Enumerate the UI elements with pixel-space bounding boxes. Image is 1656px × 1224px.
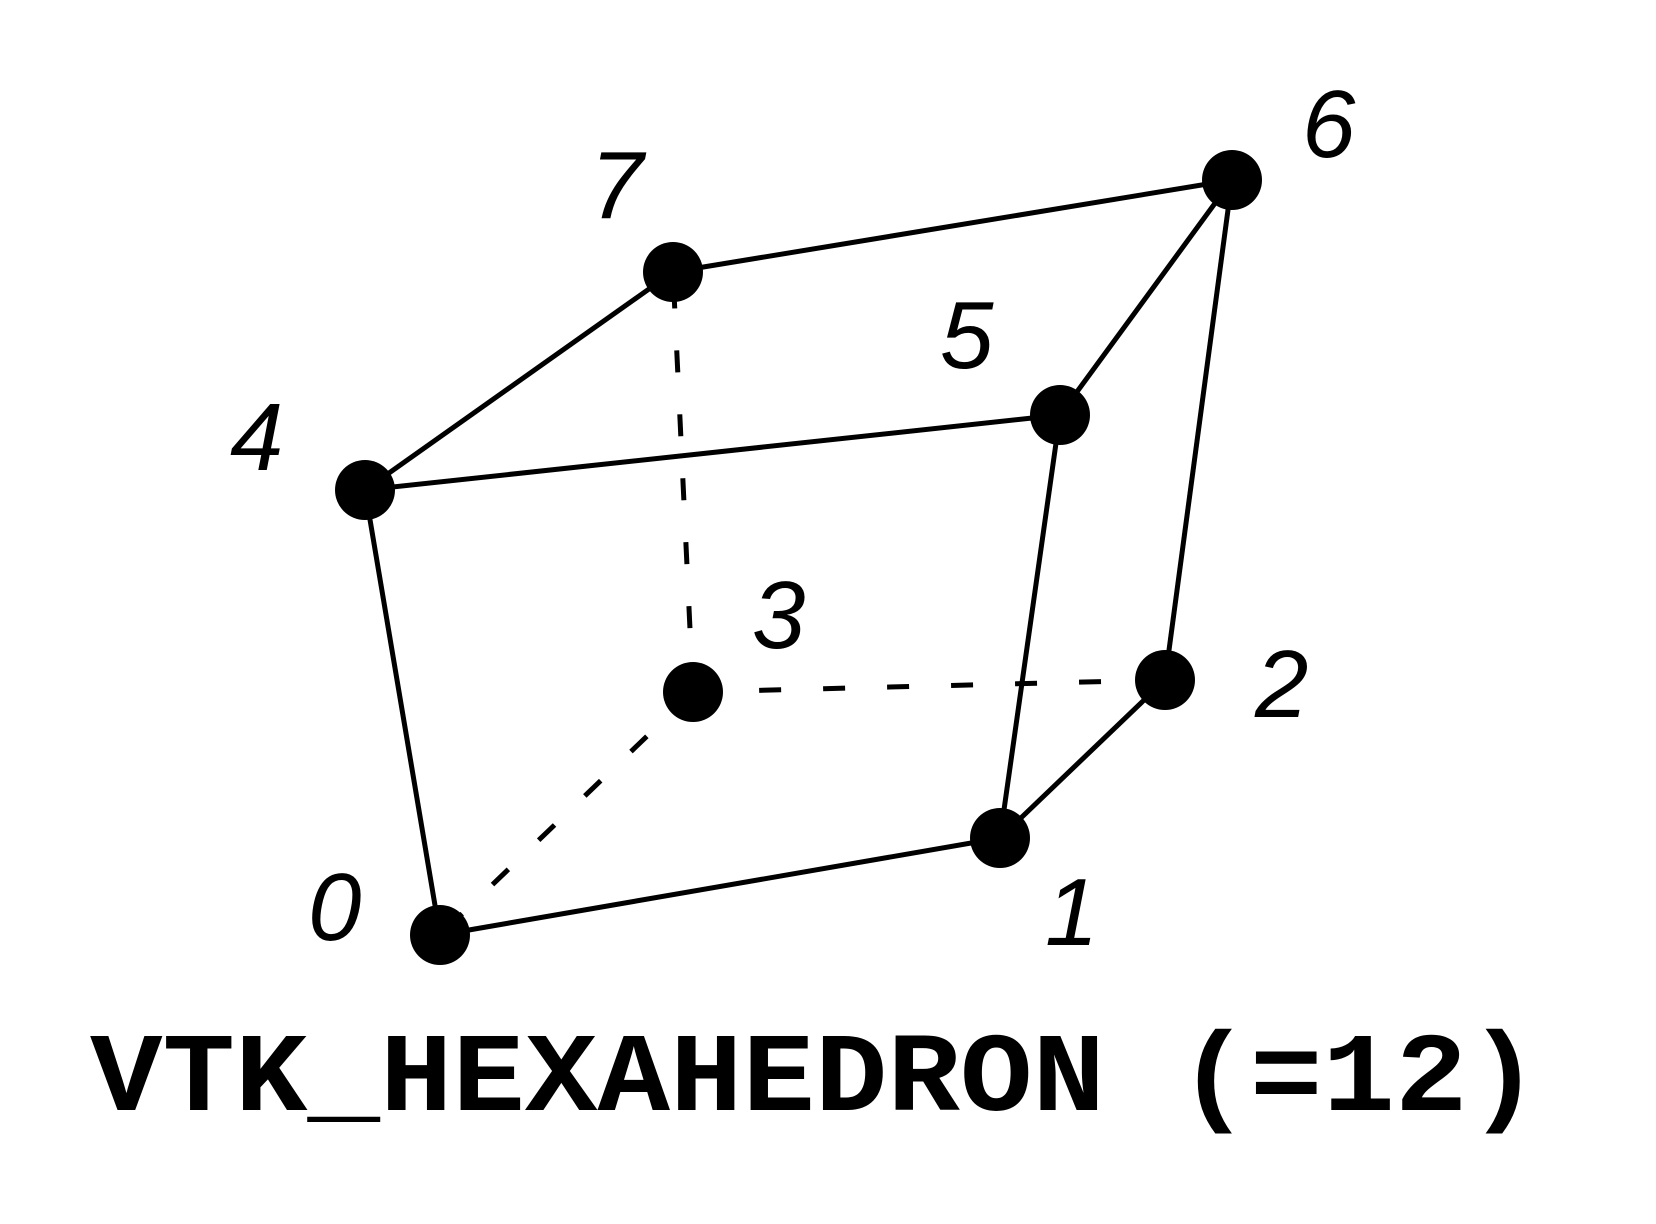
vertex-label-0: 0 <box>308 854 361 961</box>
vertices <box>335 150 1262 965</box>
edge-7-4 <box>363 269 675 493</box>
edge-5-6 <box>1057 178 1235 417</box>
vertex-7 <box>643 242 703 302</box>
edge-2-6 <box>1162 179 1235 681</box>
vertex-0 <box>410 905 470 965</box>
vertex-label-1: 1 <box>1045 859 1098 966</box>
vertex-4 <box>335 460 395 520</box>
edge-1-5 <box>997 414 1063 839</box>
vertex-2 <box>1135 650 1195 710</box>
edge-0-1 <box>439 835 1001 938</box>
edge-1-2 <box>998 678 1167 840</box>
vertex-label-2: 2 <box>1254 631 1308 738</box>
vertex-label-7: 7 <box>590 132 647 239</box>
vertex-1 <box>970 808 1030 868</box>
vertex-3 <box>663 662 723 722</box>
vertex-label-4: 4 <box>230 384 283 491</box>
edge-0-4 <box>362 489 443 936</box>
vertex-6 <box>1202 150 1262 210</box>
edges <box>362 177 1235 938</box>
vertex-label-5: 5 <box>940 282 994 389</box>
vertex-label-6: 6 <box>1302 71 1356 178</box>
vertex-labels: 0 1 2 3 4 5 6 7 <box>230 71 1356 966</box>
vertex-label-3: 3 <box>752 562 805 669</box>
edge-4-5 <box>364 412 1061 493</box>
vertex-5 <box>1030 385 1090 445</box>
diagram-caption: VTK_HEXAHEDRON (=12) <box>90 1017 1540 1144</box>
edge-2-3 <box>692 677 1166 695</box>
edge-3-7 <box>670 271 696 693</box>
edge-6-7 <box>672 177 1233 275</box>
